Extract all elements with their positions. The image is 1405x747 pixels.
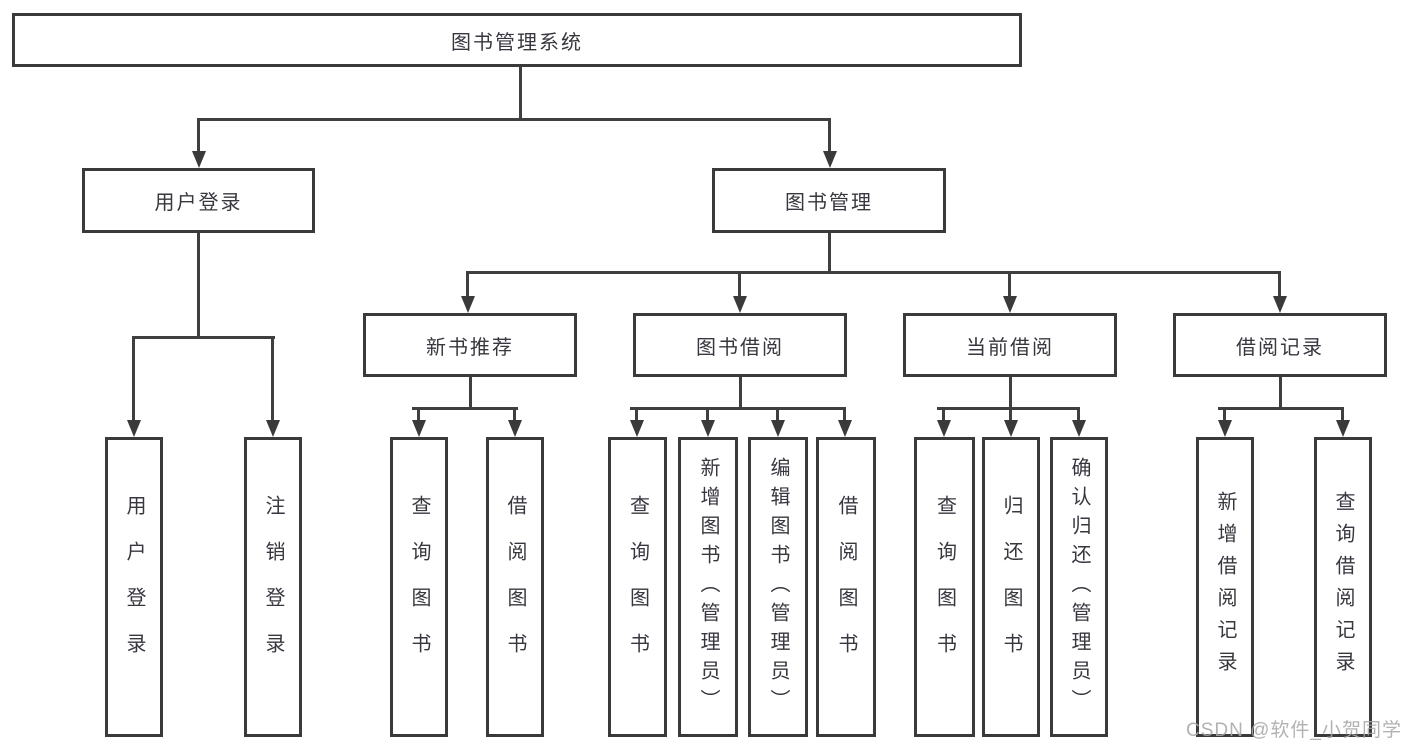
leaf-borrow-books-borrowing-label: 借阅图书 bbox=[835, 495, 857, 679]
down-arrow bbox=[937, 407, 951, 437]
node-book-borrowing-label: 图书借阅 bbox=[696, 336, 784, 359]
connector-borrowing-stem bbox=[739, 377, 742, 407]
down-arrow bbox=[771, 407, 785, 437]
connector-records-crossbar bbox=[1218, 407, 1343, 410]
node-library-system: 图书管理系统 bbox=[12, 13, 1022, 67]
leaf-borrow-books-recommend: 借阅图书 bbox=[486, 437, 544, 737]
connector-current-stem bbox=[1009, 377, 1012, 407]
node-library-system-label: 图书管理系统 bbox=[451, 31, 583, 54]
leaf-query-books-current: 查询图书 bbox=[914, 437, 975, 737]
node-current-borrowing: 当前借阅 bbox=[903, 313, 1117, 377]
node-borrow-records: 借阅记录 bbox=[1173, 313, 1387, 377]
down-arrow bbox=[192, 118, 206, 168]
down-arrow bbox=[630, 407, 644, 437]
connector-current-crossbar bbox=[937, 407, 1079, 410]
down-arrow bbox=[1072, 407, 1086, 437]
node-book-management: 图书管理 bbox=[712, 168, 946, 233]
down-arrow bbox=[461, 271, 475, 313]
connector-records-stem bbox=[1279, 377, 1282, 407]
leaf-query-books-recommend: 查询图书 bbox=[390, 437, 448, 737]
leaf-query-books-recommend-label: 查询图书 bbox=[408, 495, 430, 679]
connector-newbooks-crossbar bbox=[412, 407, 518, 410]
leaf-user-login: 用户登录 bbox=[105, 437, 163, 737]
leaf-add-book-admin: 新增图书（管理员） bbox=[678, 437, 738, 737]
leaf-edit-book-admin-label: 编辑图书（管理员） bbox=[767, 456, 789, 718]
leaf-query-borrow-record-label: 查询借阅记录 bbox=[1332, 491, 1354, 683]
down-arrow bbox=[823, 118, 837, 168]
leaf-add-book-admin-label: 新增图书（管理员） bbox=[697, 456, 719, 718]
node-user-login-label: 用户登录 bbox=[154, 192, 243, 214]
leaf-borrow-books-recommend-label: 借阅图书 bbox=[504, 495, 526, 679]
leaf-add-borrow-record-label: 新增借阅记录 bbox=[1214, 491, 1236, 683]
leaf-query-books-borrowing: 查询图书 bbox=[608, 437, 667, 737]
leaf-edit-book-admin: 编辑图书（管理员） bbox=[748, 437, 808, 737]
leaf-borrow-books-borrowing: 借阅图书 bbox=[816, 437, 876, 737]
connector-userlogin-stem bbox=[197, 233, 200, 336]
connector-newbooks-stem bbox=[469, 377, 472, 407]
down-arrow bbox=[266, 336, 280, 437]
leaf-query-books-borrowing-label: 查询图书 bbox=[626, 495, 649, 679]
leaf-user-login-label: 用户登录 bbox=[123, 495, 145, 679]
down-arrow bbox=[1218, 407, 1232, 437]
connector-root-stem bbox=[519, 67, 522, 118]
csdn-watermark: CSDN @软件_小贺同学 bbox=[1186, 720, 1402, 741]
leaf-query-borrow-record: 查询借阅记录 bbox=[1314, 437, 1372, 737]
connector-bookmgmt-crossbar bbox=[467, 271, 1281, 274]
down-arrow bbox=[1273, 271, 1287, 313]
leaf-return-books-label: 归还图书 bbox=[1000, 495, 1022, 679]
down-arrow bbox=[412, 407, 426, 437]
node-book-borrowing: 图书借阅 bbox=[633, 313, 847, 377]
down-arrow bbox=[838, 407, 852, 437]
connector-userlogin-crossbar bbox=[133, 336, 275, 339]
down-arrow bbox=[127, 336, 141, 437]
connector-root-crossbar bbox=[197, 118, 831, 121]
connector-bookmgmt-stem bbox=[828, 233, 831, 271]
down-arrow bbox=[1336, 407, 1350, 437]
down-arrow bbox=[1003, 271, 1017, 313]
leaf-query-books-current-label: 查询图书 bbox=[933, 495, 956, 679]
leaf-add-borrow-record: 新增借阅记录 bbox=[1196, 437, 1254, 737]
node-current-borrowing-label: 当前借阅 bbox=[966, 336, 1054, 359]
leaf-return-books: 归还图书 bbox=[982, 437, 1040, 737]
down-arrow bbox=[733, 271, 747, 313]
node-new-book-recommend: 新书推荐 bbox=[363, 313, 577, 377]
node-borrow-records-label: 借阅记录 bbox=[1236, 336, 1324, 359]
leaf-confirm-return-admin-label: 确认归还（管理员） bbox=[1068, 456, 1090, 718]
node-book-management-label: 图书管理 bbox=[785, 192, 873, 214]
connector-borrowing-crossbar bbox=[630, 407, 845, 410]
node-new-book-recommend-label: 新书推荐 bbox=[426, 336, 514, 359]
node-user-login: 用户登录 bbox=[82, 168, 315, 233]
leaf-logout-label: 注销登录 bbox=[262, 495, 284, 679]
down-arrow bbox=[701, 407, 715, 437]
leaf-logout: 注销登录 bbox=[244, 437, 302, 737]
leaf-confirm-return-admin: 确认归还（管理员） bbox=[1050, 437, 1108, 737]
down-arrow bbox=[508, 407, 522, 437]
down-arrow bbox=[1004, 407, 1018, 437]
